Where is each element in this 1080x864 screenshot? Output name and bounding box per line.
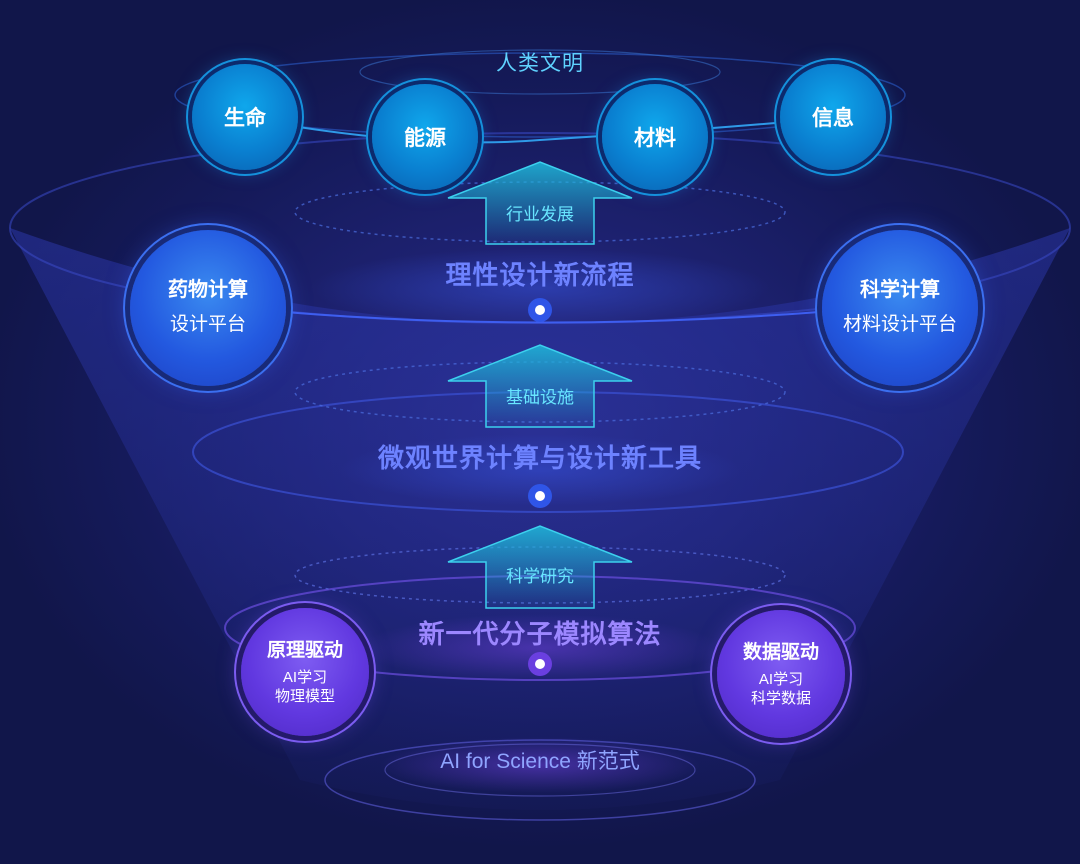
circle-label: 材料 xyxy=(634,127,676,150)
bottom-ellipse-inner xyxy=(384,743,696,797)
arrow-shape-3 xyxy=(447,525,633,609)
circle-line1: 数据驱动 xyxy=(742,642,819,663)
circle-energy: 能源 xyxy=(372,84,478,190)
circle-line3: 物理模型 xyxy=(274,688,335,705)
circle-materials: 材料 xyxy=(602,84,708,190)
circle-line2: AI学习 xyxy=(282,669,328,686)
circle-line2: 材料设计平台 xyxy=(842,314,957,335)
level3-glow xyxy=(360,614,720,682)
top-title: 人类文明 xyxy=(496,52,584,75)
level-heading-simulation-algorithm: 新一代分子模拟算法 xyxy=(418,619,662,649)
arrow-label-infrastructure: 基础设施 xyxy=(506,388,574,407)
arrow-label-industry: 行业发展 xyxy=(506,205,574,224)
circle-principle-driven: 原理驱动 AI学习 物理模型 xyxy=(241,608,369,736)
bottom-ellipse-outer xyxy=(324,739,756,821)
center-dot-3-core xyxy=(535,659,545,669)
level1-ring-line xyxy=(209,304,901,324)
level2-glow xyxy=(340,434,740,506)
arrow-label-research: 科学研究 xyxy=(506,567,574,586)
center-dot-2-core xyxy=(535,491,545,501)
circle-line1: 原理驱动 xyxy=(266,640,343,661)
center-dot-1-core xyxy=(535,305,545,315)
circle-line1: 科学计算 xyxy=(860,279,940,301)
circle-materials-platform: 科学计算 材料设计平台 xyxy=(822,230,978,386)
circle-line2: 设计平台 xyxy=(169,314,246,335)
circle-label: 能源 xyxy=(404,127,446,150)
circle-life: 生命 xyxy=(192,64,298,170)
bottom-title: AI for Science 新范式 xyxy=(440,750,640,773)
circle-line3: 科学数据 xyxy=(750,690,811,707)
bottom-glow xyxy=(380,737,700,793)
top-ellipse-inner xyxy=(359,49,721,95)
circle-line2: AI学习 xyxy=(758,671,804,688)
top-ellipse-outer xyxy=(174,52,906,138)
circle-label: 生命 xyxy=(224,107,266,130)
level1-glow xyxy=(310,248,770,328)
circle-data-driven: 数据驱动 AI学习 科学数据 xyxy=(717,610,845,738)
level-heading-micro-tools: 微观世界计算与设计新工具 xyxy=(377,443,702,473)
circle-label: 信息 xyxy=(812,107,854,130)
arrow-shape-1 xyxy=(447,161,633,245)
circle-line1: 药物计算 xyxy=(168,279,248,301)
level-heading-rational-design: 理性设计新流程 xyxy=(445,260,635,290)
top-connector-line xyxy=(244,117,834,144)
circle-information: 信息 xyxy=(780,64,886,170)
circle-drug-platform: 药物计算 设计平台 xyxy=(130,230,286,386)
arrow-shape-2 xyxy=(447,344,633,428)
